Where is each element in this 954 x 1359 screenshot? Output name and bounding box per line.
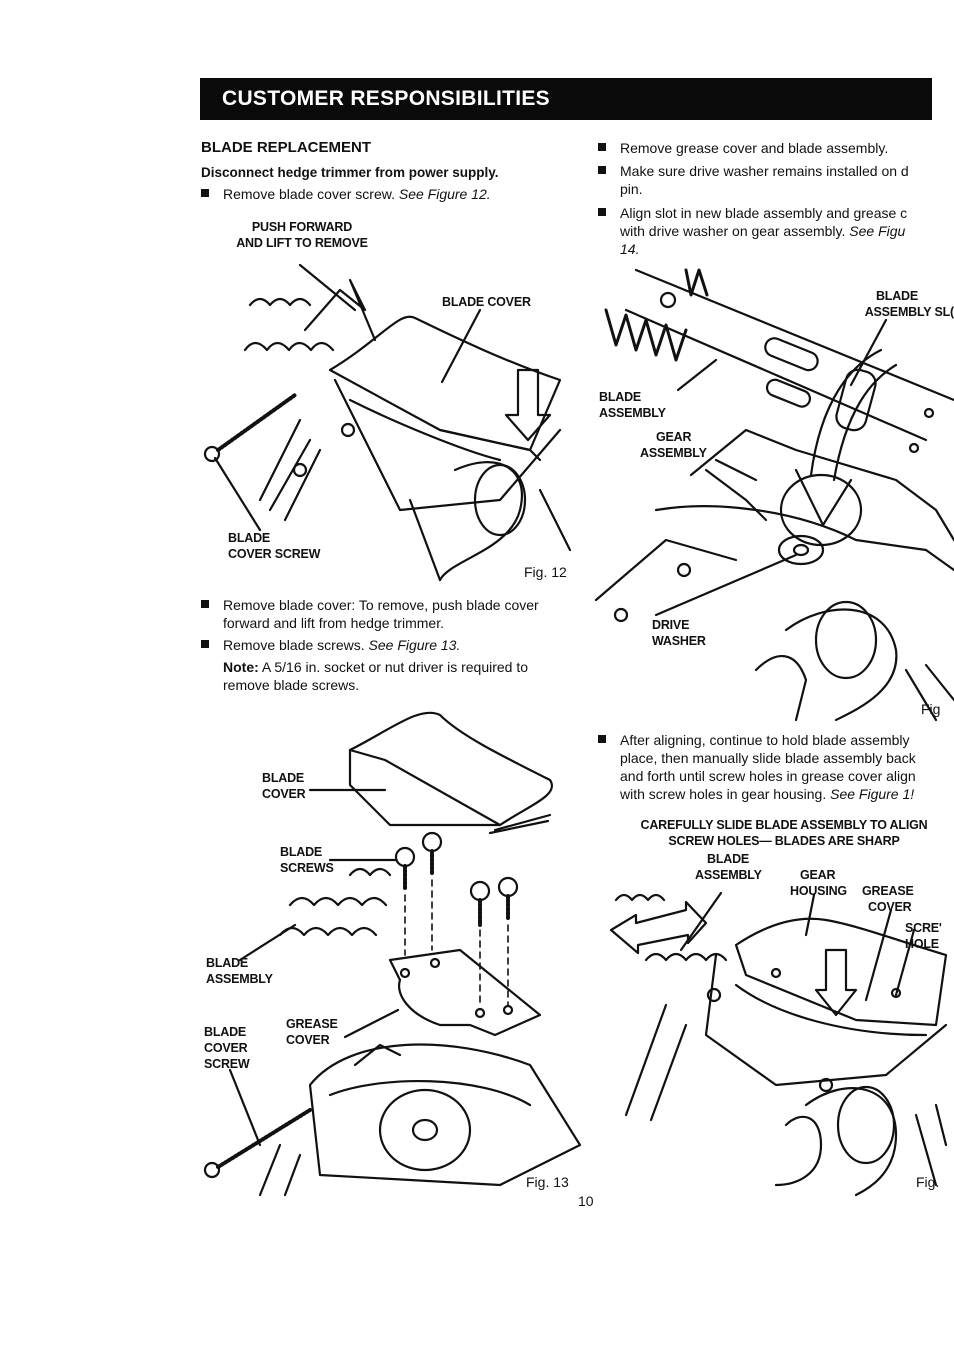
page-header: CUSTOMER RESPONSIBILITIES	[200, 78, 932, 120]
bullet-square	[598, 143, 606, 151]
bullet-square	[598, 166, 606, 174]
bullet-drive-washer: Make sure drive washer remains installed…	[598, 162, 954, 198]
fig13-caption: Fig. 13	[526, 1174, 569, 1190]
bullet-after-aligning: After aligning, continue to hold blade a…	[598, 731, 954, 803]
fig13-blade-screws-label: BLADE SCREWS	[280, 845, 334, 875]
fig15-gear-housing-label: GEAR HOUSING	[790, 868, 847, 898]
fig15-grease-cover-label: GREASE COVER	[862, 884, 914, 914]
bullet-square	[201, 600, 209, 608]
fig14-illustration	[594, 268, 954, 722]
fig12-caption: Fig. 12	[524, 564, 567, 580]
bullet-square	[201, 640, 209, 648]
bullet-remove-grease-cover: Remove grease cover and blade assembly.	[598, 139, 954, 157]
fig12-blade-cover-screw-label: BLADE COVER SCREW	[228, 531, 321, 561]
fig15-blade-assembly-label: BLADE ASSEMBLY	[695, 852, 762, 882]
fig13-blade-cover-label: BLADE COVER	[262, 771, 306, 801]
fig15-illustration	[609, 891, 948, 1197]
fig13-blade-cover-screw-label: BLADE COVER SCREW	[204, 1025, 250, 1071]
disconnect-warning: Disconnect hedge trimmer from power supp…	[201, 165, 499, 180]
fig12-push-label: PUSH FORWARD AND LIFT TO REMOVE	[236, 220, 368, 250]
bullet-square	[598, 735, 606, 743]
bullet-square	[598, 208, 606, 216]
fig14-drive-washer-label: DRIVE WASHER	[652, 618, 706, 648]
fig13-blade-assembly-label: BLADE ASSEMBLY	[206, 956, 273, 986]
fig14-slot-label: BLADE ASSEMBLY SL(	[864, 289, 954, 319]
fig14-blade-assembly-label: BLADE ASSEMBLY	[599, 390, 666, 420]
section-title: BLADE REPLACEMENT	[201, 139, 372, 156]
fig12-illustration	[203, 263, 572, 582]
fig13-grease-cover-label: GREASE COVER	[286, 1017, 338, 1047]
bullet-align-slot: Align slot in new blade assembly and gre…	[598, 204, 954, 258]
socket-note: Note: A 5/16 in. socket or nut driver is…	[223, 659, 529, 693]
fig14-gear-assembly-label: GEAR ASSEMBLY	[640, 430, 707, 460]
bullet-remove-blade-cover: Remove blade cover: To remove, push blad…	[201, 596, 581, 632]
bullet-remove-blade-screws: Remove blade screws. See Figure 13.	[201, 636, 581, 654]
fig12-blade-cover-label: BLADE COVER	[442, 295, 531, 309]
fig15-caution-label: CAREFULLY SLIDE BLADE ASSEMBLY TO ALIGN …	[640, 818, 928, 848]
page-number: 10	[578, 1193, 594, 1209]
header-title: CUSTOMER RESPONSIBILITIES	[222, 87, 550, 110]
fig13-illustration	[203, 711, 582, 1197]
bullet-square	[201, 189, 209, 197]
bullet-remove-cover-screw: Remove blade cover screw. See Figure 12.	[201, 185, 581, 203]
